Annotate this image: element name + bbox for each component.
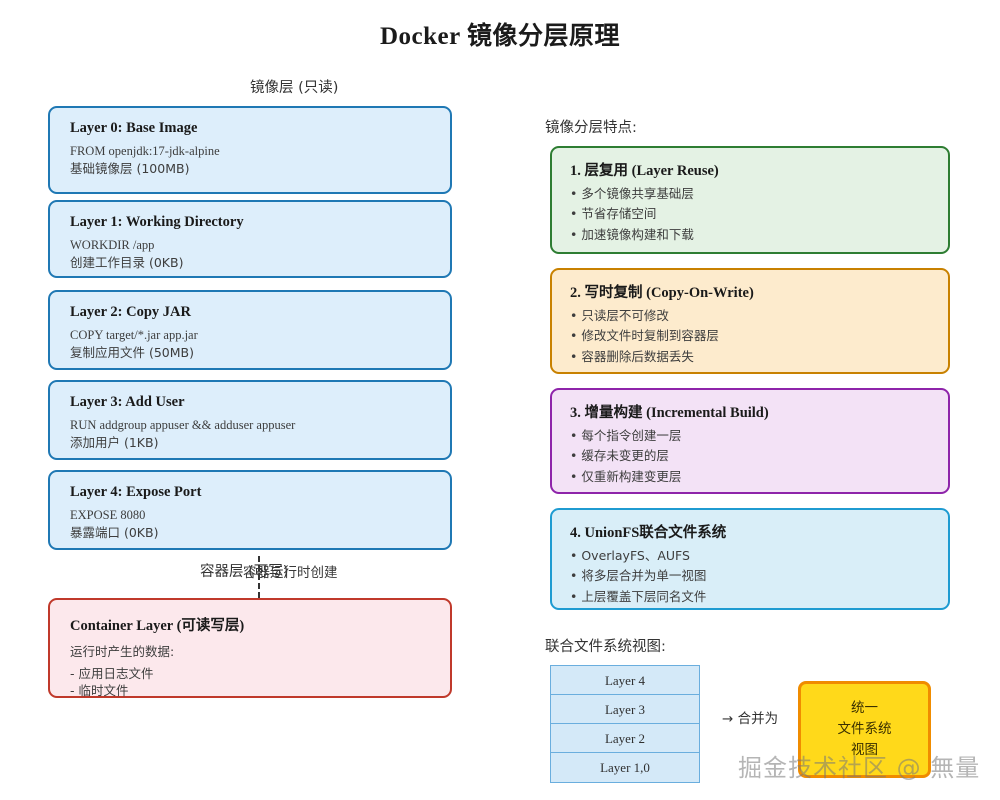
feature-item: • 缓存未变更的层 (570, 448, 669, 464)
stack-row: Layer 1,0 (600, 760, 650, 775)
unified-line-1: 统一 (851, 700, 878, 717)
feature-item: • 容器删除后数据丢失 (570, 348, 694, 364)
union-layer-stack: Layer 4 Layer 3 Layer 2 Layer 1,0 (550, 665, 700, 783)
layer-description: 添加用户 (1KB) (70, 435, 159, 451)
feature-item: • 每个指令创建一层 (570, 428, 682, 443)
merge-arrow-label: → 合并为 (722, 711, 779, 727)
layer-command: RUN addgroup appuser && adduser appuser (70, 418, 296, 432)
feature-box-layer-reuse: 1. 层复用 (Layer Reuse) • 多个镜像共享基础层 • 节省存储空… (550, 146, 950, 254)
layer-description: 暴露端口 (0KB) (70, 525, 159, 541)
stack-row: Layer 2 (551, 724, 699, 753)
feature-title: 4. UnionFS联合文件系统 (570, 525, 727, 541)
dashed-separator (258, 556, 260, 598)
feature-title: 1. 层复用 (Layer Reuse) (570, 163, 719, 179)
layer-title: Layer 2: Copy JAR (70, 304, 191, 320)
layer-command: WORKDIR /app (70, 238, 155, 252)
layer-title: Layer 0: Base Image (70, 120, 198, 136)
layer-command: COPY target/*.jar app.jar (70, 328, 198, 342)
container-layer-box: Container Layer (可读写层) 运行时产生的数据: - 应用日志文… (48, 598, 452, 698)
stack-row: Layer 4 (551, 666, 699, 695)
layer-box-0: Layer 0: Base Image FROM openjdk:17-jdk-… (48, 106, 452, 194)
layer-description: 创建工作目录 (0KB) (70, 255, 184, 271)
layer-box-4: Layer 4: Expose Port EXPOSE 8080 暴露端口 (0… (48, 470, 452, 550)
feature-item: • 上层覆盖下层同名文件 (570, 588, 707, 604)
feature-item: • 仅重新构建变更层 (570, 468, 682, 484)
container-layer-item: - 临时文件 (70, 682, 129, 698)
unified-line-2: 文件系统 (837, 721, 892, 738)
page-title: Docker 镜像分层原理 (379, 23, 621, 50)
container-layer-subtitle: 运行时产生的数据: (70, 644, 175, 659)
feature-item: • 修改文件时复制到容器层 (570, 328, 719, 344)
feature-title: 2. 写时复制 (Copy-On-Write) (570, 285, 754, 301)
feature-item: • 加速镜像构建和下载 (570, 226, 694, 242)
layer-title: Layer 1: Working Directory (70, 214, 244, 230)
union-view-caption: 联合文件系统视图: (545, 639, 666, 655)
feature-item: • OverlayFS、AUFS (570, 548, 690, 563)
stack-row: Layer 3 (551, 695, 699, 724)
layer-description: 基础镜像层 (100MB) (70, 161, 190, 177)
feature-box-unionfs: 4. UnionFS联合文件系统 • OverlayFS、AUFS • 将多层合… (550, 508, 950, 610)
container-layer-caption-secondary: 容器运行时创建 (243, 565, 338, 581)
feature-item: • 将多层合并为单一视图 (570, 568, 707, 584)
layer-command: FROM openjdk:17-jdk-alpine (70, 144, 220, 158)
feature-box-copy-on-write: 2. 写时复制 (Copy-On-Write) • 只读层不可修改 • 修改文件… (550, 268, 950, 374)
feature-title: 3. 增量构建 (Incremental Build) (570, 405, 769, 421)
layer-description: 复制应用文件 (50MB) (70, 345, 194, 361)
feature-box-incremental-build: 3. 增量构建 (Incremental Build) • 每个指令创建一层 •… (550, 388, 950, 494)
layer-command: EXPOSE 8080 (70, 508, 146, 522)
unified-filesystem-box: 统一 文件系统 视图 (798, 681, 931, 778)
layer-box-1: Layer 1: Working Directory WORKDIR /app … (48, 200, 452, 278)
layer-box-2: Layer 2: Copy JAR COPY target/*.jar app.… (48, 290, 452, 370)
feature-item: • 节省存储空间 (570, 206, 657, 222)
feature-item: • 多个镜像共享基础层 (570, 186, 694, 201)
features-caption: 镜像分层特点: (545, 120, 637, 136)
container-layer-title: Container Layer (可读写层) (70, 618, 245, 634)
layer-title: Layer 3: Add User (70, 394, 185, 410)
container-layer-item: - 应用日志文件 (70, 666, 154, 681)
layer-title: Layer 4: Expose Port (70, 484, 202, 500)
container-layer-caption-primary: 容器层 (可写) (200, 564, 289, 580)
unified-line-3: 视图 (851, 741, 878, 758)
feature-item: • 只读层不可修改 (570, 308, 669, 323)
image-layers-caption: 镜像层 (只读) (250, 80, 339, 96)
layer-box-3: Layer 3: Add User RUN addgroup appuser &… (48, 380, 452, 460)
